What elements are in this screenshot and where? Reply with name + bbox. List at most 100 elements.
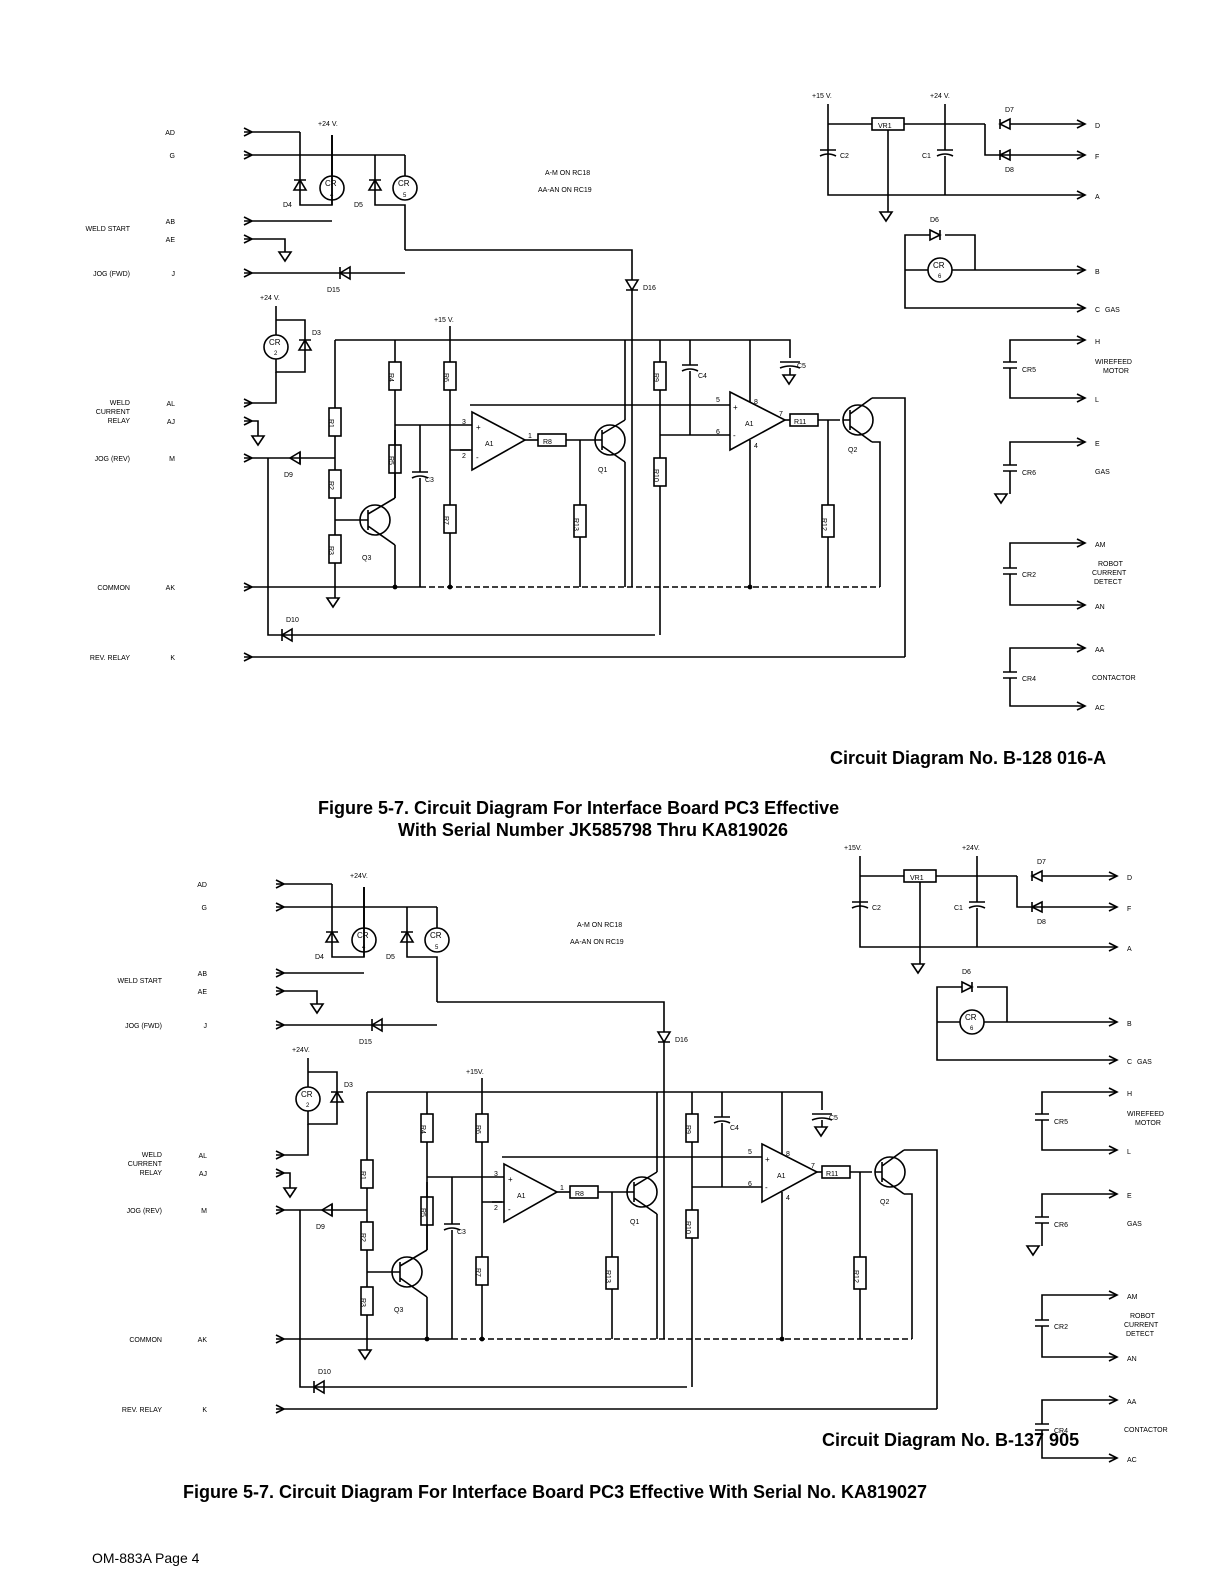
r7-label: R7	[474, 1268, 481, 1277]
pin-k: K	[170, 655, 175, 662]
r3-label: R3	[359, 1298, 366, 1307]
label-current: CURRENT	[128, 1161, 163, 1168]
cr6-coil-label: CR	[965, 1013, 977, 1022]
label-rev-relay: REV. RELAY	[90, 655, 130, 662]
r3-label: R3	[327, 546, 334, 555]
r9-r10-c4	[470, 340, 730, 635]
label-robot: ROBOT	[1098, 561, 1124, 568]
pin-aj: AJ	[167, 419, 175, 426]
pin-am: AM	[1127, 1294, 1138, 1301]
r4-r5	[420, 1092, 492, 1339]
diagram-a: AD G AB AE J AL AJ M AK K WELD START JOG…	[86, 93, 1136, 712]
a1-label-2: A1	[777, 1173, 786, 1180]
label-jog-rev: JOG (REV)	[95, 456, 130, 463]
r12-label: R12	[820, 518, 827, 531]
vr1-block	[851, 856, 1119, 964]
r8-label: R8	[543, 439, 552, 446]
label-jog-fwd: JOG (FWD)	[125, 1023, 162, 1030]
pin-m: M	[169, 456, 175, 463]
label-weld: WELD	[110, 400, 130, 407]
a1-pin1: 1	[560, 1185, 564, 1192]
q1-transistor	[594, 340, 626, 587]
d3-label: D3	[312, 330, 321, 337]
c1-label: C1	[954, 905, 963, 912]
label-current-detect-1: CURRENT	[1092, 570, 1127, 577]
label-wirefeed: WIREFEED	[1095, 359, 1132, 366]
d5-label: D5	[354, 202, 363, 209]
r4-r5	[388, 340, 460, 587]
ground-symbols	[250, 211, 1009, 609]
label-current-detect-2: DETECT	[1126, 1331, 1155, 1338]
label-jog-fwd: JOG (FWD)	[93, 271, 130, 278]
r9-label: R9	[652, 373, 659, 382]
r6-label: R6	[474, 1125, 481, 1134]
supply-15-vr1: +15V.	[844, 845, 862, 852]
cr2-number: 2	[274, 351, 278, 357]
c2-label: C2	[872, 905, 881, 912]
d6-cr6-block	[936, 980, 1119, 1065]
node-common-2	[447, 584, 453, 590]
pin-b: B	[1095, 269, 1100, 276]
label-gas-e: GAS	[1095, 469, 1110, 476]
d7-label: D7	[1005, 107, 1014, 114]
diagram-b: AD G AB AE J AL AJ M AK K WELD START JOG…	[118, 845, 1168, 1464]
d9-diode	[299, 1202, 687, 1388]
pin-ak: AK	[166, 585, 176, 592]
a1-label-1: A1	[517, 1193, 526, 1200]
d16-branch	[405, 249, 640, 587]
q1-label: Q1	[598, 467, 607, 474]
label-gas-c: GAS	[1105, 307, 1120, 314]
supply-24-cr2: +24V.	[292, 1047, 310, 1054]
d6-cr6-block	[904, 228, 1087, 313]
pin-h: H	[1127, 1091, 1132, 1098]
d16-label: D16	[643, 285, 656, 292]
q2-transistor	[842, 397, 906, 657]
label-current: CURRENT	[96, 409, 131, 416]
relay-contacts	[1003, 335, 1087, 711]
cr2-block	[295, 1058, 345, 1125]
figure-a-title-line1: Figure 5-7. Circuit Diagram For Interfac…	[318, 798, 840, 818]
a1-pin7: 7	[811, 1163, 815, 1170]
r12	[821, 420, 835, 587]
vr1-label: VR1	[910, 875, 924, 882]
r7-label: R7	[442, 516, 449, 525]
note-line1: A-M ON RC18	[545, 170, 590, 177]
cr6-contact: CR6	[1054, 1222, 1068, 1229]
c5-capacitor	[811, 1113, 833, 1127]
d16-branch	[437, 1001, 672, 1339]
cr4-contact: CR4	[1054, 1428, 1068, 1435]
cr4-label: CR	[357, 931, 369, 940]
a1-pin7: 7	[779, 411, 783, 418]
d6-label: D6	[930, 217, 939, 224]
supply-15-vr1: +15 V.	[812, 93, 832, 100]
page-footer: OM-883A Page 4	[92, 1550, 200, 1566]
supply-15-rail: +15V.	[466, 1069, 484, 1076]
supply-24-top: +24 V.	[318, 121, 338, 128]
cr4-label: CR	[325, 179, 337, 188]
left-arrows	[243, 127, 905, 662]
d10-label: D10	[318, 1369, 331, 1376]
q1-transistor	[626, 1092, 658, 1339]
note-line2: AA-AN ON RC19	[538, 187, 592, 194]
label-current-detect-2: DETECT	[1094, 579, 1123, 586]
pin-ae: AE	[198, 989, 208, 996]
pin-ac: AC	[1127, 1457, 1137, 1464]
pin-ac: AC	[1095, 705, 1105, 712]
r13	[605, 1192, 619, 1339]
cr5-contact: CR5	[1022, 367, 1036, 374]
label-contactor: CONTACTOR	[1092, 675, 1136, 682]
pin-ak: AK	[198, 1337, 208, 1344]
figure-a-title-line2: With Serial Number JK585798 Thru KA81902…	[398, 820, 788, 840]
label-relay: RELAY	[108, 418, 131, 425]
d10-diode	[312, 1379, 325, 1395]
diagram-a-number: Circuit Diagram No. B-128 016-A	[830, 748, 1107, 768]
a1-plus-1: +	[476, 423, 481, 432]
label-common: COMMON	[97, 585, 130, 592]
r1-label: R1	[327, 419, 334, 428]
d15-label: D15	[327, 287, 340, 294]
q2-transistor	[874, 1149, 938, 1409]
r5-label: R5	[387, 456, 394, 465]
a1-pin1: 1	[528, 433, 532, 440]
cr6-contact: CR6	[1022, 470, 1036, 477]
